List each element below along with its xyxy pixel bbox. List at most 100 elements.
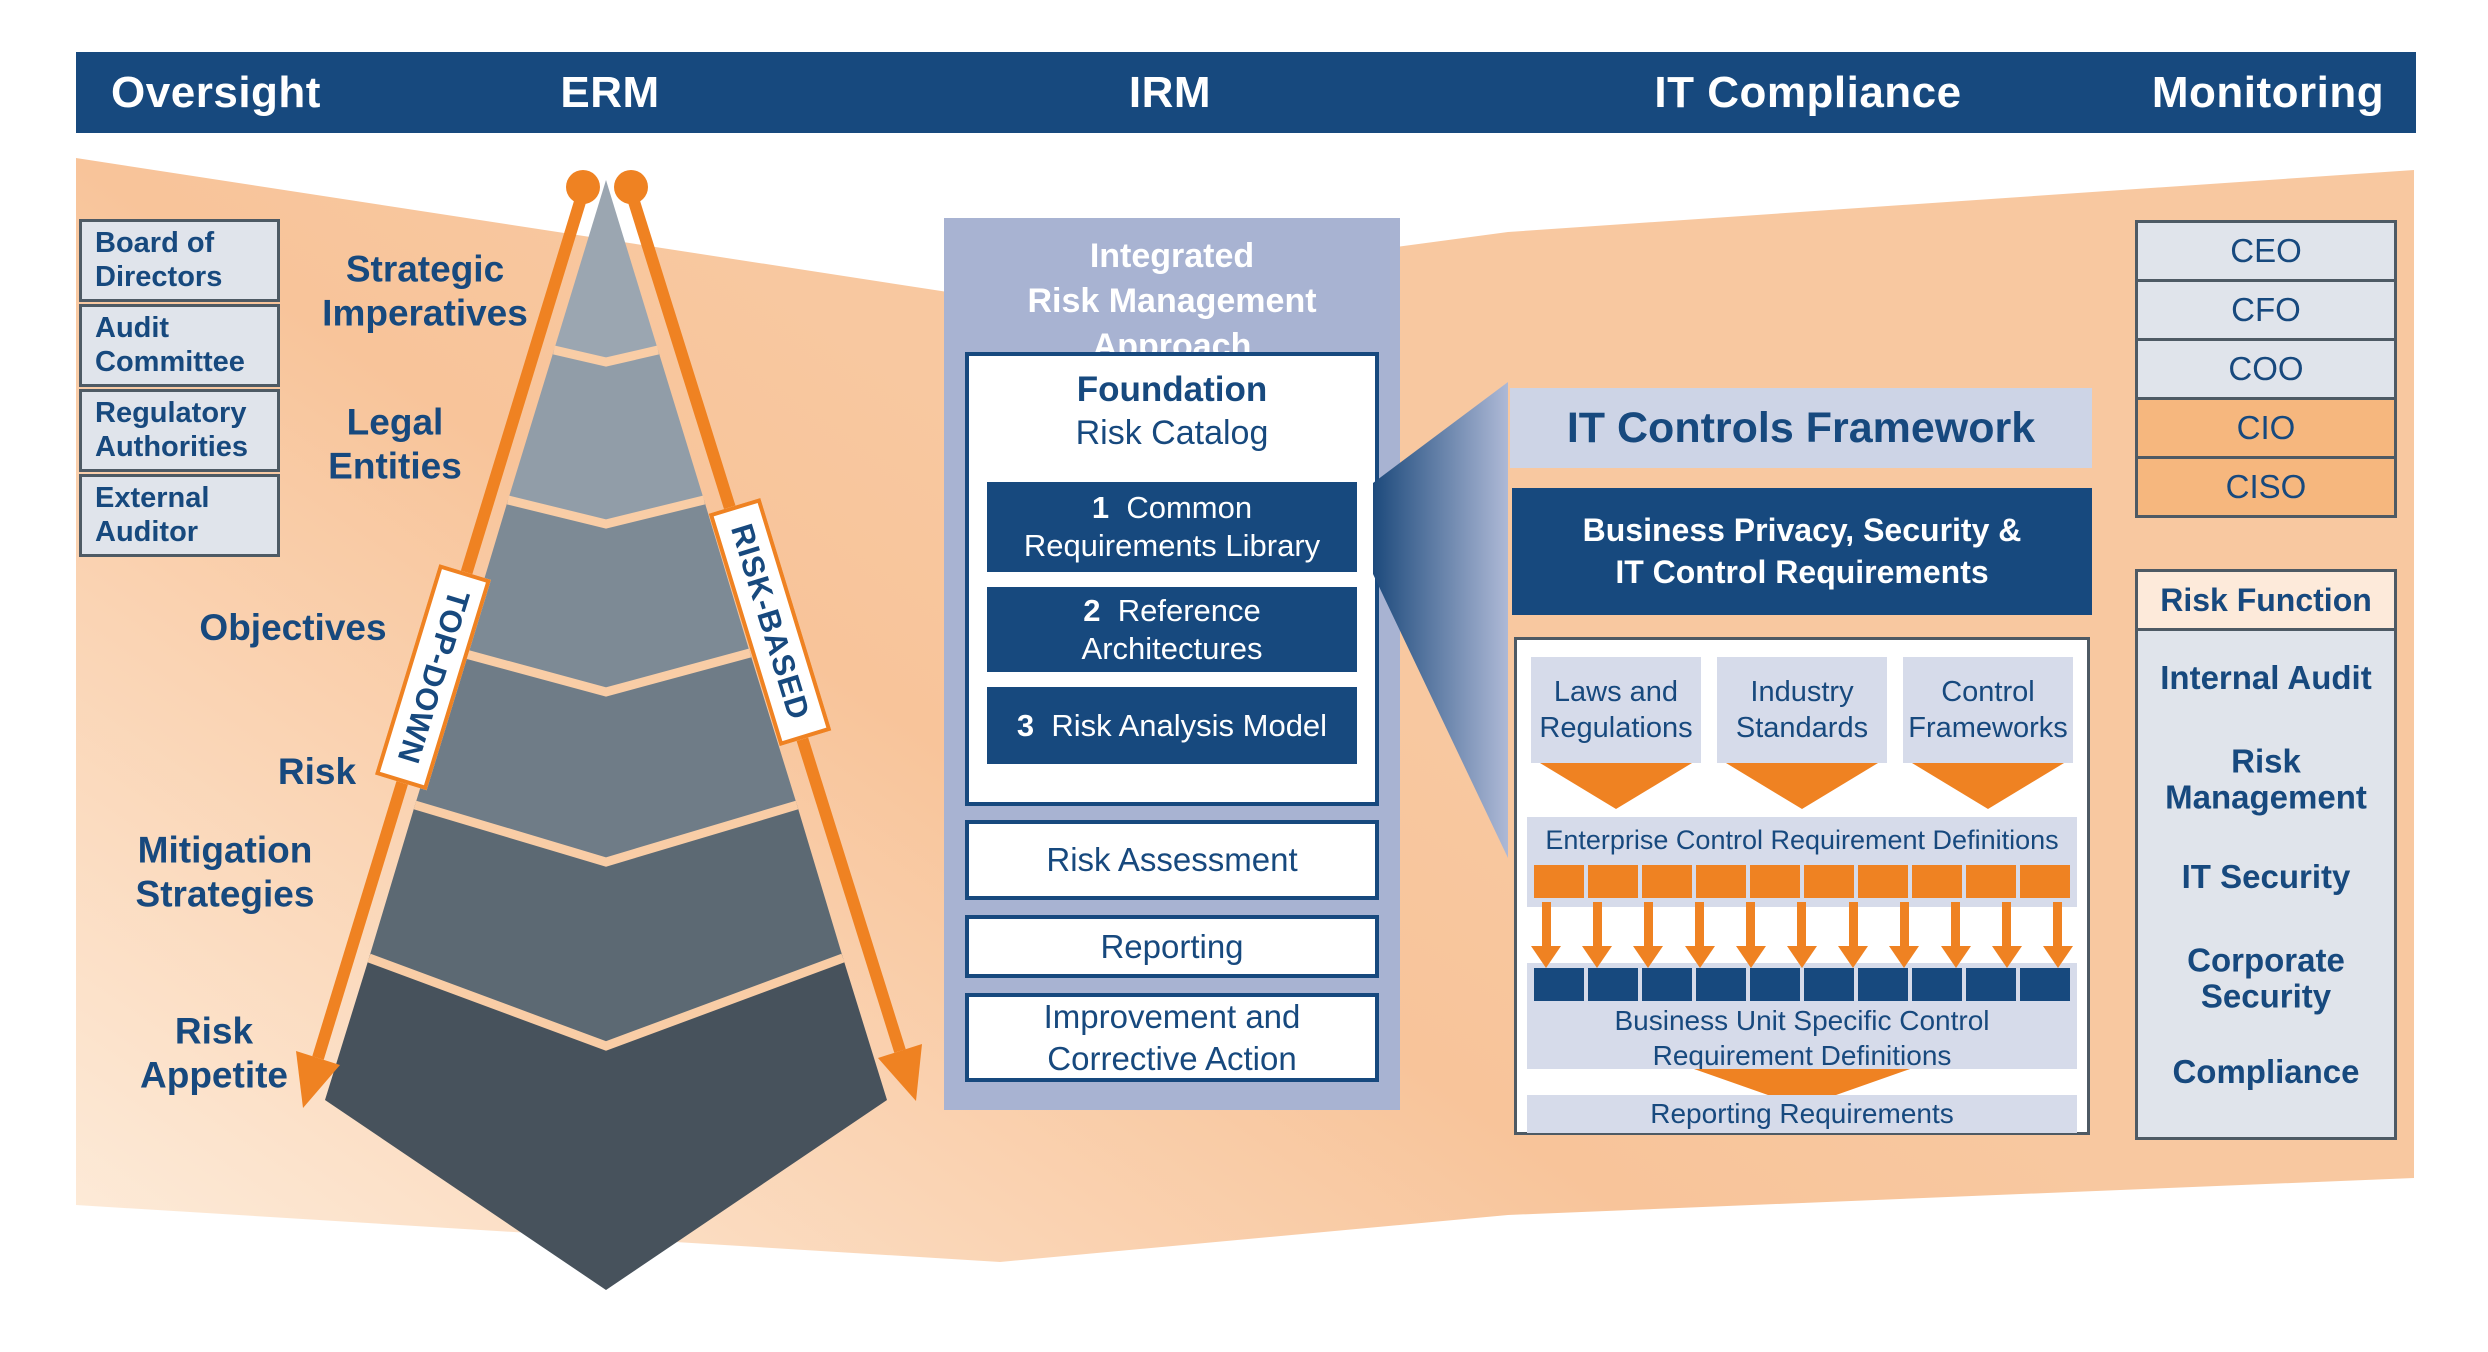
orange-block-icon xyxy=(1642,865,1692,898)
item-number: 2 xyxy=(1083,592,1101,628)
down-arrow-icon xyxy=(1582,902,1613,968)
pyramid-layer-separators xyxy=(367,345,845,1051)
orange-block-icon xyxy=(1912,865,1962,898)
function-it-security: IT Security xyxy=(2181,857,2351,895)
item-line2: Requirements Library xyxy=(1023,528,1321,563)
source-control-frameworks: Control Frameworks xyxy=(1903,657,2073,763)
business-unit-blocks xyxy=(1534,968,2070,1001)
business-unit-strip: Business Unit Specific Control Requireme… xyxy=(1527,963,2077,1071)
down-arrow-icon xyxy=(1889,902,1920,968)
item-line1: Risk Analysis Model xyxy=(1051,707,1328,743)
orange-block-icon xyxy=(1696,865,1746,898)
stage-improvement-corrective-action: Improvement and Corrective Action xyxy=(965,993,1379,1082)
oversight-box-board-of-directors: Board of Directors xyxy=(79,219,280,302)
foundation-item-reference-architectures: 2 Reference Architectures xyxy=(987,587,1357,672)
navy-block-icon xyxy=(1966,968,2016,1001)
foundation-item-risk-analysis-model: 3 Risk Analysis Model xyxy=(987,687,1357,764)
it-controls-framework-title: IT Controls Framework xyxy=(1510,388,2092,468)
mapping-arrows-row xyxy=(1531,902,2073,968)
reporting-requirements-strip: Reporting Requirements xyxy=(1527,1095,2077,1133)
down-arrow-icon xyxy=(1684,902,1715,968)
enterprise-requirements-strip: Enterprise Control Requirement Definitio… xyxy=(1527,817,2077,907)
foundation-risk-catalog-panel: Foundation Risk Catalog 1 Common Require… xyxy=(965,352,1379,806)
function-compliance: Compliance xyxy=(2172,1052,2360,1090)
column-title-erm: ERM xyxy=(560,67,660,117)
foundation-item-common-requirements-library: 1 Common Requirements Library xyxy=(987,482,1357,572)
source-industry-standards: Industry Standards xyxy=(1717,657,1887,763)
monitoring-box-ceo: CEO xyxy=(2135,220,2397,282)
irm-panel-title: Integrated Risk Management Approach xyxy=(1027,237,1317,365)
enterprise-requirements-label: Enterprise Control Requirement Definitio… xyxy=(1545,825,2059,855)
navy-block-icon xyxy=(1804,968,1854,1001)
orange-block-icon xyxy=(1750,865,1800,898)
header-bar: Oversight ERM IRM IT Compliance Monitori… xyxy=(76,52,2416,133)
stage-risk-assessment: Risk Assessment xyxy=(965,820,1379,900)
business-unit-label: Business Unit Specific Control Requireme… xyxy=(1614,1005,1990,1071)
orange-block-icon xyxy=(2020,865,2070,898)
navy-block-icon xyxy=(1588,968,1638,1001)
business-privacy-security-banner: Business Privacy, Security & IT Control … xyxy=(1512,488,2092,615)
function-risk-management: Risk Management xyxy=(2165,742,2367,816)
monitoring-box-coo: COO xyxy=(2135,338,2397,400)
orange-block-icon xyxy=(1588,865,1638,898)
risk-function-panel: Internal Audit Risk Management IT Securi… xyxy=(2135,628,2397,1140)
oversight-box-regulatory-authorities: Regulatory Authorities xyxy=(79,389,280,472)
pyramid xyxy=(325,180,887,1290)
irm-panel: Integrated Risk Management Approach Foun… xyxy=(944,218,1400,1110)
orange-block-icon xyxy=(1804,865,1854,898)
down-arrow-icon xyxy=(1735,902,1766,968)
down-triangle-icon xyxy=(1540,763,1692,809)
navy-block-icon xyxy=(1858,968,1908,1001)
down-arrow-icon xyxy=(1531,902,1561,968)
item-line1: Common xyxy=(1126,490,1253,526)
monitoring-box-cfo: CFO xyxy=(2135,279,2397,341)
control-sources-row: Laws and Regulations Industry Standards … xyxy=(1531,657,2073,763)
navy-block-icon xyxy=(2020,968,2070,1001)
it-controls-framework-panel: Laws and Regulations Industry Standards … xyxy=(1514,637,2090,1135)
level-label-risk: Risk xyxy=(277,751,357,793)
column-title-it-compliance: IT Compliance xyxy=(1654,67,1962,117)
level-label-legal-entities: Legal Entities xyxy=(328,401,462,486)
down-arrow-icon xyxy=(1940,902,1971,968)
down-arrow-icon xyxy=(2042,902,2073,968)
down-arrow-icon xyxy=(1786,902,1817,968)
function-corporate-security: Corporate Security xyxy=(2187,941,2345,1015)
down-arrow-icon xyxy=(1991,902,2022,968)
oversight-box-external-auditor: External Auditor xyxy=(79,474,280,557)
orange-block-icon xyxy=(1534,865,1584,898)
down-triangle-icon xyxy=(1726,763,1878,809)
source-arrows-row xyxy=(1531,763,2073,809)
source-laws-and-regulations: Laws and Regulations xyxy=(1531,657,1701,763)
column-title-monitoring: Monitoring xyxy=(2151,67,2385,117)
projection-beam xyxy=(1373,382,1508,858)
column-title-irm: IRM xyxy=(1128,67,1212,117)
item-line2: Architectures xyxy=(1081,630,1263,666)
level-label-mitigation-strategies: Mitigation Strategies xyxy=(135,829,315,914)
risk-catalog-heading: Risk Catalog xyxy=(1075,414,1269,452)
item-line1: Reference xyxy=(1117,592,1261,628)
level-label-objectives: Objectives xyxy=(199,607,387,649)
orange-block-icon xyxy=(1858,865,1908,898)
navy-block-icon xyxy=(1750,968,1800,1001)
navy-block-icon xyxy=(1534,968,1584,1001)
oversight-box-audit-committee: Audit Committee xyxy=(79,304,280,387)
level-label-risk-appetite: Risk Appetite xyxy=(140,1010,288,1095)
column-title-oversight: Oversight xyxy=(111,67,321,117)
navy-block-icon xyxy=(1912,968,1962,1001)
risk-function-header: Risk Function xyxy=(2135,569,2397,631)
monitoring-box-ciso: CISO xyxy=(2135,456,2397,518)
level-label-strategic-imperatives: Strategic Imperatives xyxy=(322,248,528,333)
item-number: 3 xyxy=(1016,707,1035,743)
down-arrow-icon xyxy=(1633,902,1664,968)
stage-reporting: Reporting xyxy=(965,915,1379,978)
function-internal-audit: Internal Audit xyxy=(2160,658,2372,696)
navy-block-icon xyxy=(1642,968,1692,1001)
orange-block-icon xyxy=(1966,865,2016,898)
monitoring-box-cio: CIO xyxy=(2135,397,2397,459)
item-number: 1 xyxy=(1091,490,1110,526)
navy-block-icon xyxy=(1696,968,1746,1001)
down-arrow-icon xyxy=(1838,902,1869,968)
enterprise-requirement-blocks xyxy=(1534,865,2070,898)
down-triangle-icon xyxy=(1912,763,2064,809)
